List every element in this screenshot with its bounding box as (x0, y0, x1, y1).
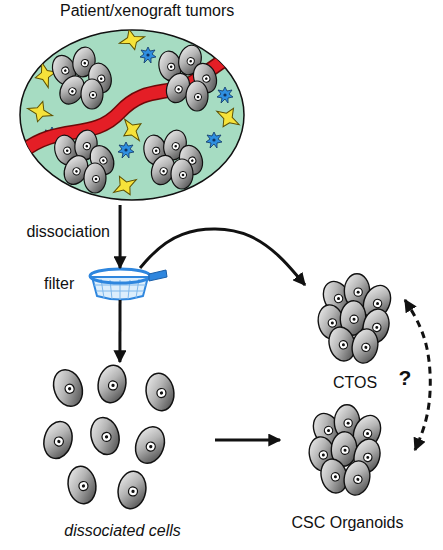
tumor-cell (84, 163, 106, 193)
process-arrow (215, 438, 280, 441)
tumor-cell (171, 159, 193, 189)
ctos-cell (349, 326, 381, 365)
process-arrow (118, 300, 121, 362)
node-label: CSC Organoids (291, 514, 403, 532)
fibroblast (109, 171, 141, 201)
tumor-contents (22, 27, 252, 201)
immune-cell (206, 132, 222, 148)
single-cell (65, 464, 99, 506)
filter-node: filter (40, 268, 155, 300)
node-label: CTOS (333, 374, 377, 392)
node-label: filter (44, 275, 74, 293)
fibroblast (117, 27, 146, 52)
immune-cell (217, 87, 233, 103)
single-cell (49, 366, 88, 411)
tumor-cell (186, 81, 208, 111)
organoid-cell (341, 458, 373, 497)
process-arrow (140, 229, 305, 285)
single-cell (95, 363, 129, 405)
edge-label: ? (399, 369, 412, 387)
blood-vessel-edge (22, 44, 252, 152)
tumor-node: Patient/xenograft tumors (15, 0, 270, 205)
node-label: dissociated cells (64, 522, 181, 540)
dissociated-cells-node: dissociated cells (30, 362, 215, 542)
single-cell (143, 371, 177, 413)
filter-handle (149, 270, 167, 281)
single-cell (87, 414, 123, 457)
organoid-node: CSC Organoids (280, 392, 415, 532)
fibroblast (212, 102, 245, 134)
single-cell (115, 469, 149, 511)
immune-cell (118, 142, 134, 158)
tumor-outline (20, 30, 244, 200)
edge-label: dissociation (26, 223, 110, 241)
single-cell (40, 418, 76, 461)
process-arrow (119, 205, 122, 268)
fibroblast (24, 97, 56, 126)
immune-cell (140, 47, 156, 63)
ctos-node: CTOS (305, 262, 405, 392)
single-cell (131, 423, 170, 468)
tumor-cell (81, 79, 103, 109)
blood-vessel (22, 44, 252, 152)
node-label: Patient/xenograft tumors (60, 2, 234, 20)
filter-rim (90, 269, 150, 283)
